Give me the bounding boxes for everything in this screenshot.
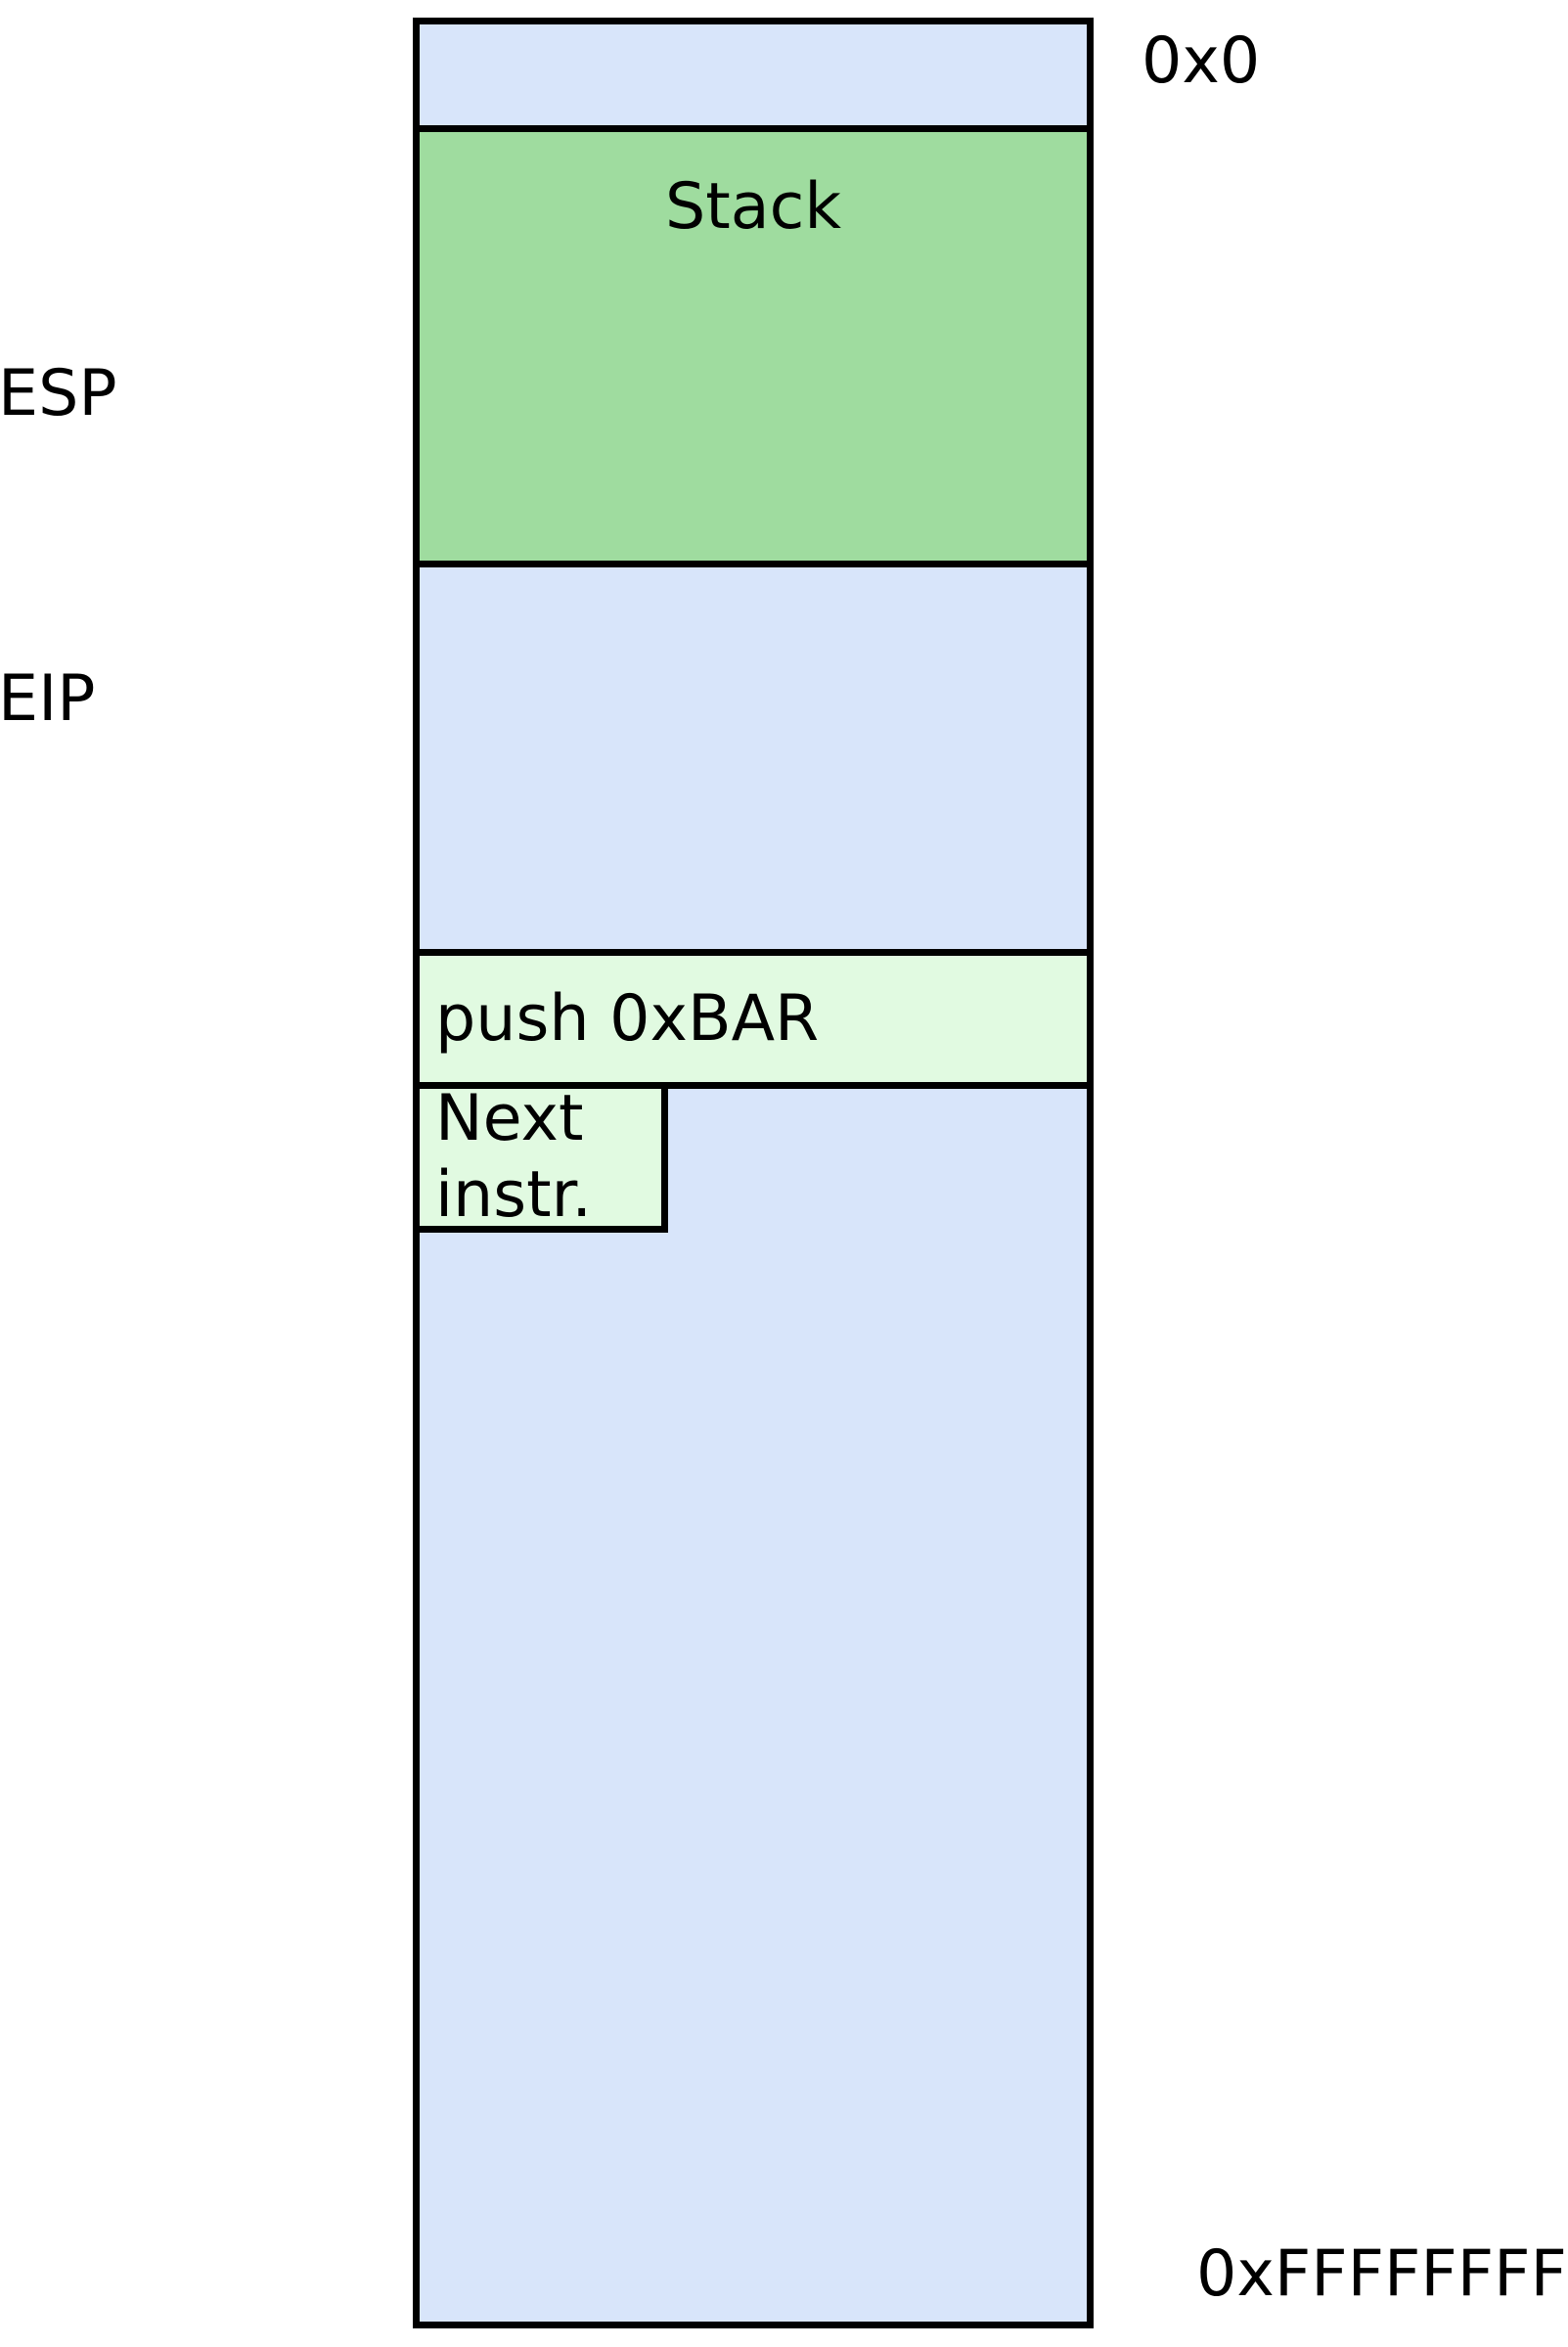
memory-region-middle (420, 567, 1087, 949)
next-instruction-row: Next instr. (420, 1082, 1087, 1233)
address-label-bottom: 0xFFFFFFFF (1196, 2237, 1567, 2311)
memory-column: Stack push 0xBAR Next instr. (413, 18, 1094, 2328)
memory-region-top (420, 24, 1087, 125)
stack-region: Stack (420, 125, 1087, 567)
eip-register-label: EIP (0, 662, 96, 736)
address-label-top: 0x0 (1142, 24, 1261, 98)
memory-region-bottom (420, 1233, 1087, 2322)
push-instruction-label: push 0xBAR (435, 981, 820, 1056)
next-instruction-box: Next instr. (420, 1082, 668, 1233)
esp-register-label: ESP (0, 357, 117, 430)
stack-label: Stack (665, 170, 841, 244)
next-instruction-label: Next instr. (435, 1082, 593, 1232)
push-instruction-box: push 0xBAR (420, 949, 1087, 1089)
